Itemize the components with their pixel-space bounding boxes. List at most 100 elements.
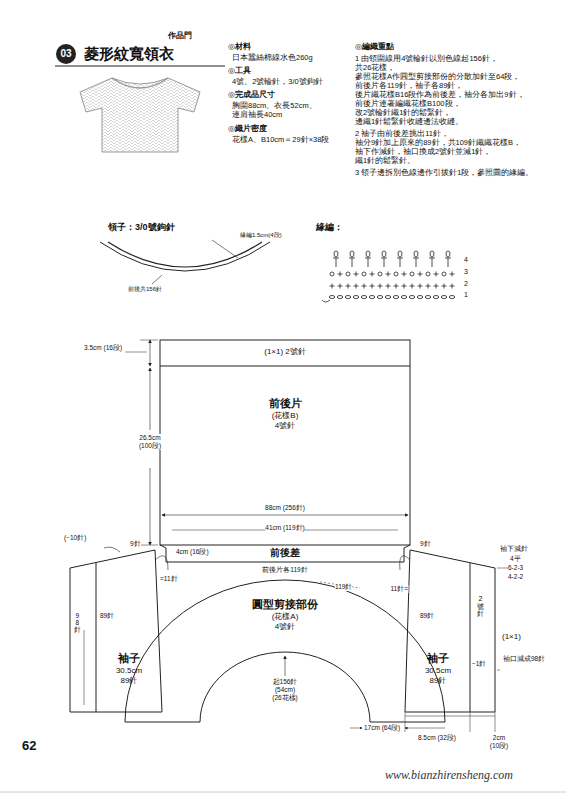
text-label: 領子：3/0號鉤針 [108,222,175,233]
text-label: (1×1) [502,632,521,642]
crochet-symbol [353,296,359,299]
crochet-symbol [434,272,439,277]
crochet-symbol [362,284,367,289]
crochet-symbol [354,272,359,277]
text-label: 41cm (119針) [265,524,304,532]
piece-note: (花樣B) [269,411,302,421]
crochet-symbol [330,284,335,289]
crochet-symbol [417,296,423,299]
crochet-symbol [381,258,387,267]
crochet-symbol [433,296,439,299]
piece-note: 30.5cm [116,666,142,676]
crochet-symbol [345,296,351,299]
crochet-symbol [385,296,391,299]
text-label: 起156針 (54cm) (26花樣) [266,678,304,701]
text-label: 2號針 [477,595,484,618]
text-label: (1×1) 2號針 [264,347,306,357]
text-label: 4cm (16段) [176,548,209,556]
text-label: 3 [464,268,468,276]
text-label: 119針 [335,583,352,591]
text-label: www.bianzhirensheng.com [385,768,513,782]
text-label: 88cm (256針) [265,504,305,512]
text-label: (−10針) [64,534,86,542]
crochet-symbol [378,272,382,276]
piece-name: 袖子 [116,652,142,666]
crochet-symbol [338,272,343,277]
crochet-symbol [449,296,455,299]
text-label: 花樣A、B10cm＝29針×38段 [232,135,344,144]
text-label: 3.5cm (16段) [84,344,124,352]
crochet-symbol [426,284,431,289]
crochet-symbol [337,296,343,299]
text-label: 1 [464,291,468,299]
text-label: 2 [464,280,468,288]
crochet-symbol [426,272,430,276]
crochet-symbol [370,272,375,277]
sleeve-piece: 袖子30.5cm89針 [112,650,146,688]
text-label: 62 [22,738,36,754]
crochet-symbol [349,258,355,267]
sleeve-piece: 袖子30.5cm89針 [421,650,455,688]
piece-note: 89針 [116,676,142,686]
badge-number: 03 [60,48,71,60]
text-label: 6-2-3 [508,564,523,572]
crochet-symbol [366,251,370,257]
crochet-symbol [322,300,330,302]
crochet-symbol [450,284,455,289]
text-label: 4-2-2 [508,573,523,581]
crochet-symbol [418,272,423,277]
text-label: =11針 [160,575,178,583]
crochet-symbol [445,258,451,267]
text-label: 4號、2號輪針，3/0號鉤針 [232,77,323,86]
crochet-symbol [362,272,366,276]
crochet-symbol [430,251,434,257]
text-label: 11針= [390,585,408,593]
text-label: 89針 [420,612,434,620]
crochet-symbol [413,258,419,267]
text-label: 4平 [510,555,521,563]
text-label: 緣編： [316,222,343,233]
crochet-symbol [377,296,383,299]
crochet-symbol [386,284,391,289]
piece-note: 30.5cm [425,666,451,676]
crochet-symbol [329,296,335,299]
crochet-symbol [393,296,399,299]
crochet-symbol [382,251,386,257]
text-label: ◎織片密度 [228,124,267,134]
crochet-symbol [397,258,403,267]
text-label: 前後片各119針 [262,566,307,574]
title: 菱形紋寬領衣 [84,45,174,63]
crochet-symbol [378,284,383,289]
piece-note: 89針 [425,676,451,686]
crochet-symbol [370,284,375,289]
piece-name: 前後片 [269,397,302,411]
yoke-piece: 圓型剪接部份(花樣A)4號針 [248,596,322,634]
crochet-symbol [346,284,351,289]
crochet-symbol [386,272,391,277]
crochet-symbol [402,284,407,289]
crochet-symbol [441,296,447,299]
text-label: 袖口減成98針 [503,655,545,663]
text-label: 日本蠶絲棉線水色260g [232,53,313,62]
crochet-symbol [402,272,407,277]
crochet-symbol [394,284,399,289]
text-label: 89針 [100,612,114,620]
crochet-symbol [398,251,402,257]
piece-name: 圓型剪接部份 [252,598,318,612]
text-label: 8.5cm (32段) [417,734,457,742]
piece-name: 袖子 [425,652,451,666]
crochet-symbol [369,296,375,299]
text-label: 17cm (64段) [364,724,400,732]
text-label: ◎材料 [228,42,251,52]
crochet-symbol [429,258,435,267]
text-label: −1針 [472,660,486,668]
crochet-symbol [334,251,338,257]
text-label: 26.5cm (100段) [130,434,170,450]
text-label: ◎編織重點 [355,42,394,52]
piece-note: (花樣A) [252,612,318,622]
text-label: 胸圍88cm、衣長52cm、連肩袖長40cm [232,101,344,119]
text-label: 9針 [130,540,141,548]
crochet-symbol [333,258,339,267]
crochet-symbol [354,284,359,289]
crochet-symbol [338,284,343,289]
